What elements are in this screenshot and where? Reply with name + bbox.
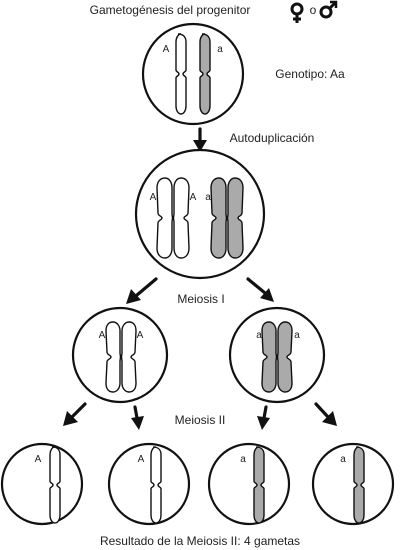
arrow-meiosis2-1: [63, 402, 87, 426]
allele-label: a: [240, 454, 246, 465]
step-meiosis2: Meiosis II: [175, 413, 226, 427]
gamete-2: A: [107, 442, 191, 526]
meiosis1-cell-dominant: A A: [71, 306, 169, 404]
allele-label: A: [150, 192, 157, 203]
arrow-meiosis2-2: [131, 405, 144, 430]
allele-label: A: [99, 330, 106, 341]
female-symbol-icon: [290, 2, 304, 23]
allele-label: a: [340, 454, 346, 465]
step-meiosis1: Meiosis I: [177, 292, 224, 306]
parent-cell: A a: [141, 22, 245, 126]
gamete-3: a: [207, 442, 291, 526]
allele-label: a: [217, 44, 223, 55]
arrow-meiosis2-4: [314, 402, 337, 426]
allele-label: a: [256, 330, 262, 341]
allele-label: a: [205, 192, 211, 203]
allele-label: A: [137, 330, 144, 341]
allele-label: a: [294, 330, 300, 341]
meiosis1-cell-recessive: a a: [228, 306, 326, 404]
arrow-meiosis1-right: [246, 277, 274, 302]
allele-label: A: [190, 192, 197, 203]
arrow-meiosis2-3: [257, 405, 270, 430]
genotype-label: Genotipo: Aa: [275, 67, 345, 81]
result-label: Resultado de la Meiosis II: 4 gametas: [100, 534, 300, 548]
title-connector: o: [310, 3, 317, 17]
gamete-4: a: [311, 442, 395, 526]
duplicated-cell: A A a: [134, 148, 266, 280]
allele-label: A: [138, 454, 145, 465]
male-symbol-icon: [319, 0, 338, 19]
allele-label: A: [35, 454, 42, 465]
arrow-down: [193, 127, 207, 152]
step-autoduplication: Autoduplicación: [230, 131, 315, 145]
title: Gametogénesis del progenitor: [90, 3, 251, 17]
allele-label: A: [163, 44, 170, 55]
arrow-meiosis1-left: [126, 277, 158, 304]
gamete-1: A: [0, 442, 84, 526]
